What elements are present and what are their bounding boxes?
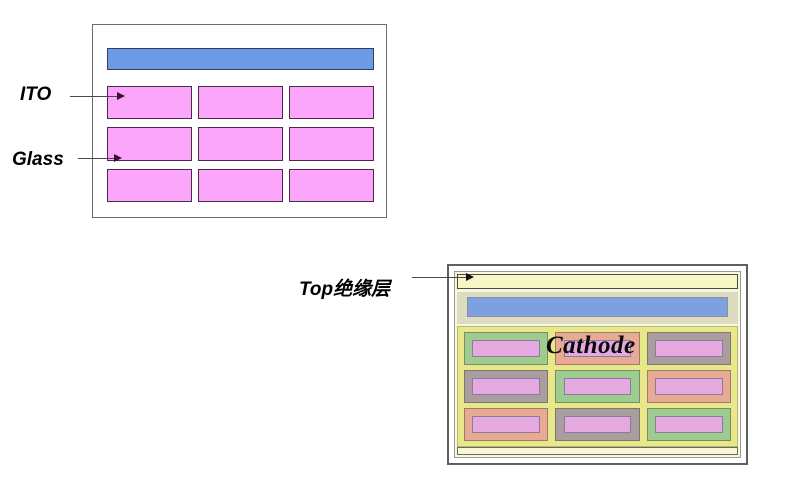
ito-cell bbox=[289, 86, 374, 120]
cathode-panel bbox=[447, 264, 748, 465]
leader-line-ito bbox=[70, 96, 122, 97]
ito-cell bbox=[289, 127, 374, 161]
arrowhead-ito-icon bbox=[117, 91, 125, 100]
cathode-cell bbox=[646, 332, 731, 365]
ito-cell bbox=[198, 168, 283, 202]
cathode-cell-inner bbox=[472, 378, 540, 395]
label-ito: ITO bbox=[20, 84, 52, 105]
cathode-cell-inner bbox=[563, 416, 632, 433]
label-glass: Glass bbox=[12, 149, 64, 170]
cathode-cell-inner bbox=[472, 416, 540, 433]
cathode-blue-bus-bar bbox=[467, 297, 728, 317]
ito-glass-panel bbox=[92, 24, 387, 218]
label-cathode: Cathode bbox=[546, 332, 636, 359]
cathode-cell-inner bbox=[563, 340, 632, 357]
cathode-bus-band bbox=[457, 292, 738, 324]
label-top-insulating-layer: Top绝缘层 bbox=[299, 278, 391, 300]
cathode-cell-inner bbox=[655, 416, 723, 433]
arrowhead-top-insulator-icon bbox=[466, 272, 474, 281]
ito-cell bbox=[198, 86, 283, 120]
label-top-cjk: 绝缘层 bbox=[333, 278, 391, 300]
cathode-cell bbox=[555, 408, 640, 441]
cathode-cell-inner bbox=[655, 340, 723, 357]
cathode-panel-inner-frame bbox=[454, 271, 741, 458]
cathode-cell bbox=[646, 370, 731, 403]
ito-cell bbox=[107, 168, 192, 202]
cathode-cell bbox=[464, 332, 549, 365]
ito-cell bbox=[289, 168, 374, 202]
ito-cell bbox=[198, 127, 283, 161]
top-insulating-layer-strip bbox=[457, 274, 738, 289]
cathode-cell bbox=[646, 408, 731, 441]
ito-pixel-grid bbox=[107, 86, 374, 202]
cathode-cell bbox=[464, 408, 549, 441]
cathode-cell-inner bbox=[655, 378, 723, 395]
cathode-cell bbox=[555, 370, 640, 403]
cathode-cell bbox=[464, 370, 549, 403]
cathode-cell-inner bbox=[472, 340, 540, 357]
cathode-bottom-strip bbox=[457, 447, 738, 455]
leader-line-top-insulator bbox=[412, 277, 472, 278]
ito-blue-bus-bar bbox=[107, 48, 374, 70]
leader-line-glass bbox=[78, 158, 120, 159]
label-top-latin: Top bbox=[299, 279, 334, 300]
cathode-pixel-grid bbox=[457, 326, 738, 447]
cathode-cell bbox=[555, 332, 640, 365]
cathode-cell-inner bbox=[563, 378, 632, 395]
arrowhead-glass-icon bbox=[114, 153, 122, 162]
